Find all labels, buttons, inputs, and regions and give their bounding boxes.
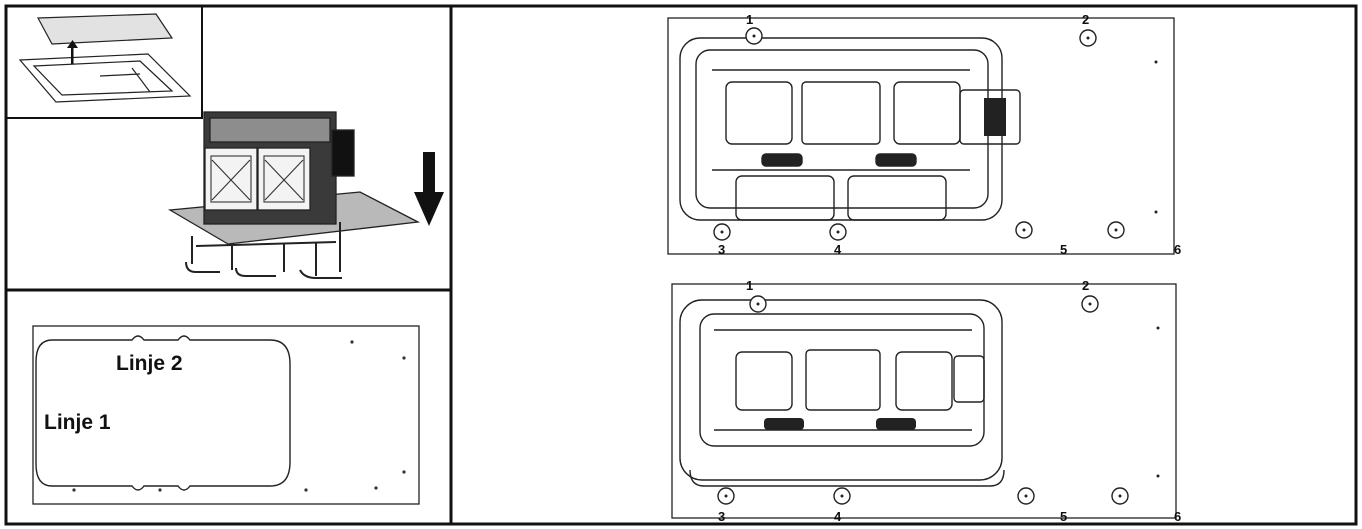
bottom-mounting-diagram: 1 2 3 4 5 6	[671, 278, 1181, 524]
top-mounting-diagram: 1 2 3 4 5 6	[667, 12, 1181, 257]
figure-frame	[4, 4, 1358, 526]
bottom-marker-3: 3	[718, 509, 725, 524]
up-arrow-icon	[67, 40, 78, 64]
line-2-label: Linje 2	[116, 352, 183, 375]
top-marker-3: 3	[718, 242, 725, 257]
toolbox-onto-plate-illustration	[167, 111, 444, 279]
top-marker-1: 1	[746, 12, 753, 27]
inset-cover-removal	[18, 13, 192, 103]
bottom-marker-5: 5	[1060, 509, 1067, 524]
top-marker-6: 6	[1174, 242, 1181, 257]
bottom-marker-2: 2	[1082, 278, 1089, 293]
line-1-label: Linje 1	[44, 411, 111, 434]
top-marker-5: 5	[1060, 242, 1067, 257]
bottom-marker-6: 6	[1174, 509, 1181, 524]
bottom-marker-4: 4	[834, 509, 842, 524]
top-marker-2: 2	[1082, 12, 1089, 27]
bottom-marker-1: 1	[746, 278, 753, 293]
top-marker-4: 4	[834, 242, 842, 257]
line-layout-plate: Linje 2 Linje 1	[32, 325, 420, 505]
toolbox-footprint-outline	[35, 335, 291, 491]
down-arrow-icon	[414, 152, 444, 226]
